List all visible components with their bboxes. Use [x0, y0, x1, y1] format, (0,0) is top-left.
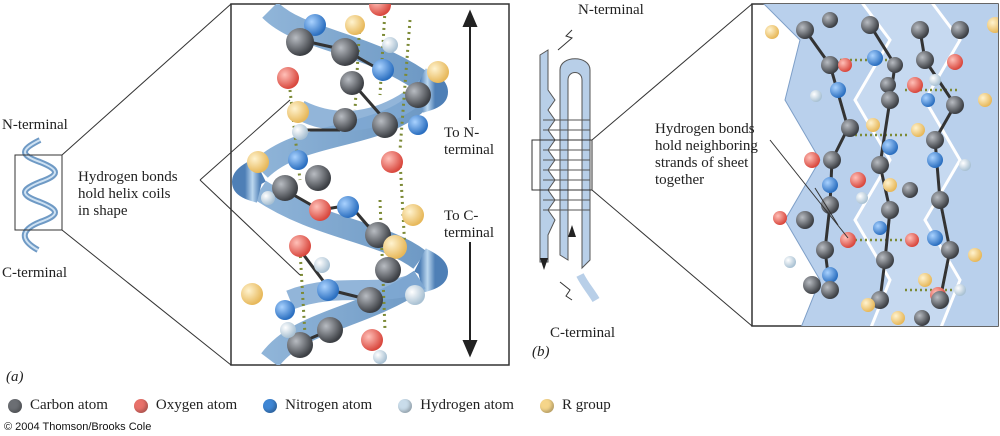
legend-item-nitrogen: Nitrogen atom [263, 397, 372, 414]
sheet-thumbnail [531, 29, 600, 303]
zoom-line-top-b [591, 3, 753, 141]
legend-item-r-group: R group [539, 397, 611, 414]
helix-n-terminal-label: N-terminal [2, 117, 68, 133]
legend-label: Hydrogen atom [420, 397, 514, 413]
helix-ribbon [232, 4, 449, 365]
panel-b-label: (b) [532, 344, 550, 360]
nitrogen-dot-icon [263, 398, 278, 413]
carbon-dot-icon [8, 398, 22, 413]
legend-label: R group [561, 397, 611, 413]
legend-label: Nitrogen atom [285, 397, 373, 413]
helix-thumbnail [14, 137, 63, 253]
hydrogen-dot-icon [398, 398, 413, 413]
zoom-line-bottom-b [591, 189, 753, 327]
legend-item-oxygen: Oxygen atom [133, 397, 238, 414]
helix-hbond-note: Hydrogen bonds hold helix coils in shape [78, 169, 178, 219]
legend-label: Oxygen atom [155, 397, 238, 413]
direction-arrows [462, 9, 478, 358]
legend-item-carbon: Carbon atom [8, 397, 108, 414]
sheet-n-terminal-label: N-terminal [578, 2, 644, 18]
to-c-terminal-label: To C- terminal [444, 208, 494, 242]
r-group-dot-icon [539, 398, 554, 413]
oxygen-dot-icon [133, 398, 148, 413]
legend-item-hydrogen: Hydrogen atom [398, 397, 514, 414]
callout-line-b2 [814, 187, 839, 226]
sheet-hbond-note: Hydrogen bonds hold neighboring strands … [655, 121, 758, 188]
legend-label: Carbon atom [30, 397, 108, 413]
zoom-line-bottom-a [61, 229, 232, 366]
sheet-strands [763, 4, 998, 326]
to-n-terminal-label: To N- terminal [444, 125, 494, 159]
copyright-notice: © 2004 Thomson/Brooks Cole [4, 421, 152, 433]
helix-c-terminal-label: C-terminal [2, 265, 67, 281]
zoom-line-top-a [61, 3, 232, 156]
sheet-c-terminal-label: C-terminal [550, 325, 615, 341]
atom-legend: Carbon atom Oxygen atom Nitrogen atom Hy… [8, 397, 637, 414]
callout-line-a2 [199, 179, 301, 276]
callout-line-a1 [199, 99, 291, 181]
callout-line-b1 [769, 139, 849, 239]
panel-a-label: (a) [6, 369, 24, 385]
